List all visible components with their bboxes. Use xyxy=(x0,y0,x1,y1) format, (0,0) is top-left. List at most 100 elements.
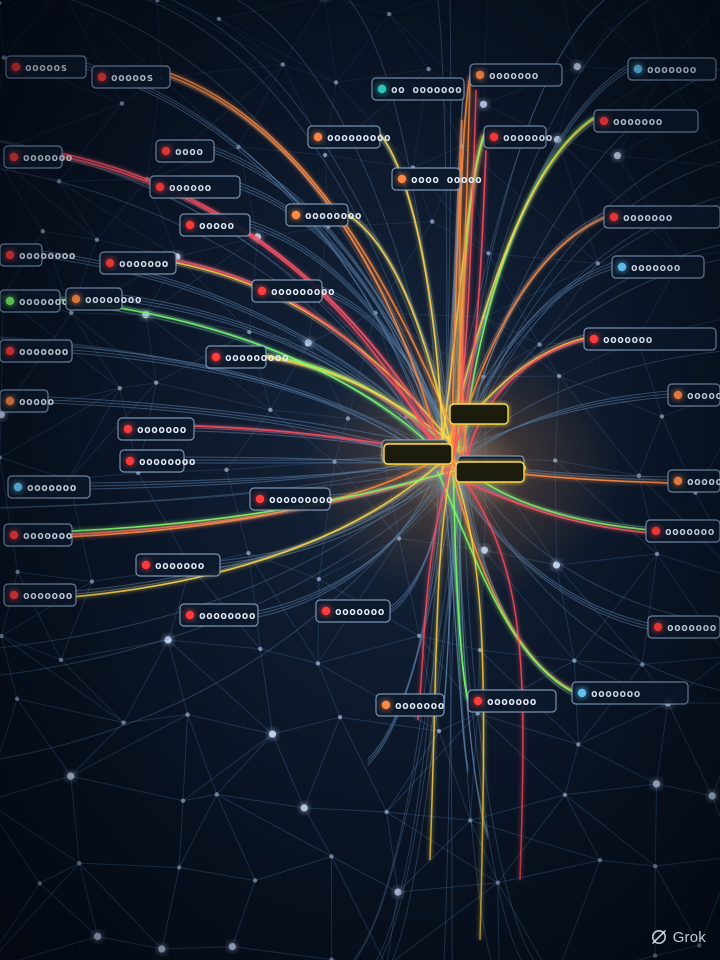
grok-logo-icon xyxy=(651,930,666,944)
status-dot-icon xyxy=(185,610,195,620)
node-chip: ooooos xyxy=(5,55,87,79)
mesh-edge xyxy=(167,639,273,735)
status-dot-icon xyxy=(161,146,171,156)
status-dot-icon xyxy=(651,526,661,536)
mesh-edge xyxy=(178,794,218,868)
mesh-edge xyxy=(187,714,273,735)
mesh-edge xyxy=(574,660,643,665)
node-label: ooooooooo xyxy=(327,131,391,144)
mesh-edge xyxy=(497,794,566,883)
node-chip: ooooooooo xyxy=(249,487,333,511)
mesh-edge xyxy=(339,716,388,813)
node-chip: ooooooo xyxy=(603,205,720,229)
mesh-edge xyxy=(231,880,256,947)
mesh-edge xyxy=(161,946,233,950)
node-chip: ooooooooo xyxy=(251,279,335,303)
mesh-edge xyxy=(226,469,249,554)
mesh-edge xyxy=(178,800,184,868)
mesh-edge xyxy=(160,63,283,78)
status-dot-icon xyxy=(211,352,221,362)
mesh-edge xyxy=(70,775,184,802)
mesh-node xyxy=(576,742,581,747)
node-chip: ooooooo xyxy=(583,327,717,351)
node-label: ooooooo xyxy=(503,131,553,144)
mesh-edge xyxy=(483,0,488,105)
status-dot-icon xyxy=(155,182,165,192)
node-label: ooooooo xyxy=(23,151,73,164)
mesh-edge xyxy=(17,935,98,960)
mesh-edge xyxy=(259,648,274,735)
status-dot-icon xyxy=(9,590,19,600)
node-label: ooooooo xyxy=(19,295,69,308)
mesh-node xyxy=(67,772,75,780)
status-dot-icon xyxy=(257,286,267,296)
mesh-edge xyxy=(386,811,471,821)
mesh-edge xyxy=(331,855,399,893)
status-dot-icon xyxy=(653,622,663,632)
node-chip: ooooooo xyxy=(3,583,77,607)
node-label: oooooooo xyxy=(199,609,256,622)
node-chip: ooooooo xyxy=(571,681,689,705)
mesh-node xyxy=(613,152,622,160)
mesh-node xyxy=(119,101,125,106)
mesh-edge xyxy=(145,314,157,383)
mesh-node xyxy=(653,864,658,869)
node-label: oo ooooooo xyxy=(391,83,462,96)
mesh-node xyxy=(468,818,473,823)
status-dot-icon xyxy=(377,84,387,94)
node-label: ooooooooo xyxy=(269,493,333,506)
node-chip: ooooooo xyxy=(467,689,557,713)
node-label: oooooooo xyxy=(85,293,142,306)
status-dot-icon xyxy=(475,70,485,80)
node-label: ooooooo xyxy=(137,423,187,436)
mesh-node xyxy=(180,798,186,803)
mesh-edge xyxy=(182,714,189,801)
node-label: ooooo xyxy=(19,395,55,408)
status-dot-icon xyxy=(381,700,391,710)
status-dot-icon xyxy=(599,116,609,126)
status-dot-icon xyxy=(673,476,683,486)
mesh-node xyxy=(89,579,95,584)
mesh-edge xyxy=(0,103,123,151)
node-label: ooooooo xyxy=(647,63,697,76)
node-chip: ooooooo xyxy=(7,475,91,499)
mesh-node xyxy=(268,407,273,413)
status-dot-icon xyxy=(617,262,627,272)
mesh-edge xyxy=(282,0,323,65)
node-chip: ooooo xyxy=(0,389,55,413)
mesh-node xyxy=(121,720,126,725)
node-label: ooooos xyxy=(25,61,68,74)
mesh-edge xyxy=(272,733,305,809)
mesh-edge xyxy=(561,860,601,960)
node-chip: oooooooo xyxy=(119,449,195,473)
mesh-node xyxy=(708,792,716,800)
mesh-node xyxy=(387,11,392,17)
status-dot-icon xyxy=(97,72,107,82)
mesh-edge xyxy=(216,733,273,795)
mesh-node xyxy=(228,943,236,951)
mesh-edge xyxy=(642,656,720,665)
node-label: ooooooo xyxy=(487,695,537,708)
mesh-node xyxy=(37,881,42,886)
status-dot-icon xyxy=(125,456,135,466)
mesh-edge xyxy=(1,635,124,724)
mesh-node xyxy=(315,661,321,666)
mesh-edge xyxy=(599,859,656,867)
node-chip: ooooooo xyxy=(647,615,720,639)
mesh-edge xyxy=(232,946,332,960)
mesh-node xyxy=(155,0,160,3)
mesh-edge xyxy=(70,722,124,777)
node-label: ooooooo xyxy=(591,687,641,700)
mesh-node xyxy=(268,730,277,738)
node-chip: ooooos xyxy=(91,65,171,89)
node-label: oooooooo xyxy=(19,249,76,262)
node-chip: ooooooo xyxy=(315,599,391,623)
mesh-node xyxy=(154,380,159,385)
mesh-node xyxy=(333,80,339,85)
mesh-node xyxy=(654,551,660,557)
mesh-edge xyxy=(179,867,256,881)
mesh-edge xyxy=(497,859,601,884)
mesh-edge xyxy=(617,155,720,167)
mesh-edge xyxy=(96,178,148,241)
